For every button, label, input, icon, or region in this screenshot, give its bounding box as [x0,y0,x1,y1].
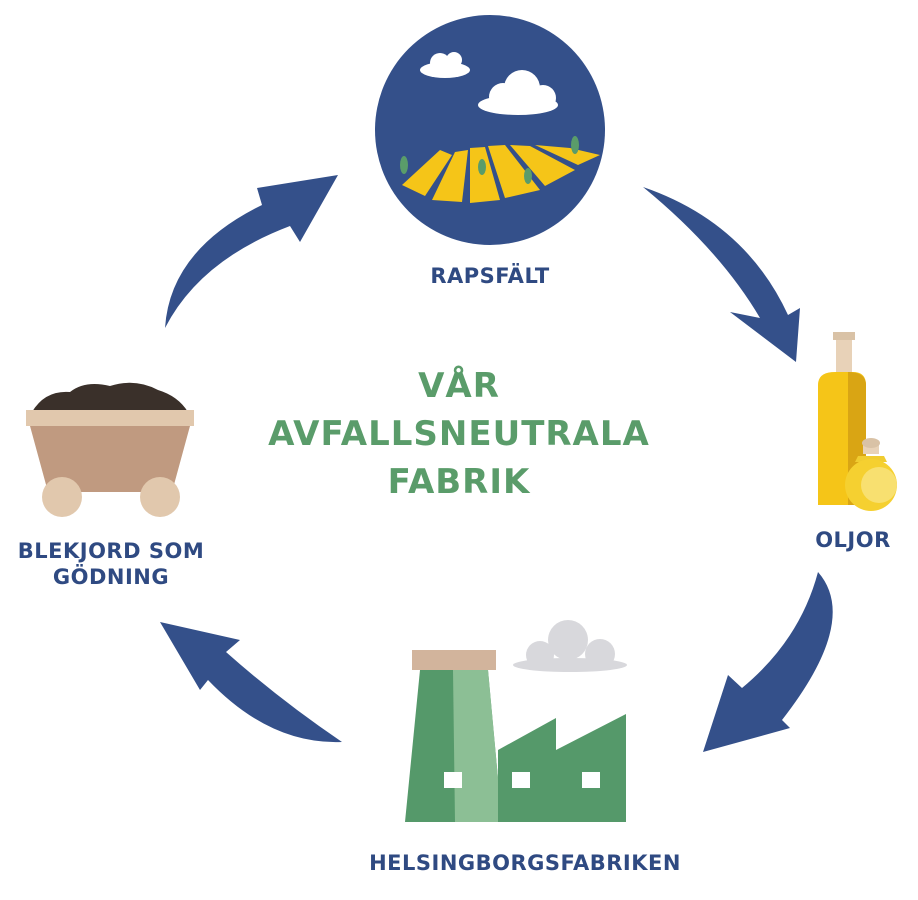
oil-bottles-illustration [818,332,897,511]
soil-label-line-2: GÖDNING [52,565,170,590]
tree-icons [400,136,579,184]
field-label: RAPSFÄLT [430,264,550,288]
title-line-1: VÅR [418,366,500,406]
soil-cart-illustration [26,382,194,517]
diagram-title: VÅR AVFALLSNEUTRALA FABRIK [259,362,659,506]
arrow-factory-to-soil [160,622,342,743]
title-line-3: FABRIK [387,462,531,502]
cloud-icon [513,620,627,672]
soil-label: BLEKJORD SOM GÖDNING [0,538,222,591]
rapeseed-stripes [402,145,600,203]
factory-illustration [405,620,627,822]
soil-label-line-1: BLEKJORD SOM [17,539,205,563]
arrow-field-to-oils [643,187,800,362]
title-line-2: AVFALLSNEUTRALA [268,414,650,454]
field-illustration [375,15,605,245]
arrow-soil-to-field [165,175,338,328]
factory-label: HELSINGBORGSFABRIKEN [369,851,681,875]
oils-label: OLJOR [815,528,891,552]
cloud-icon [420,52,558,115]
arrow-oils-to-factory [703,572,833,752]
